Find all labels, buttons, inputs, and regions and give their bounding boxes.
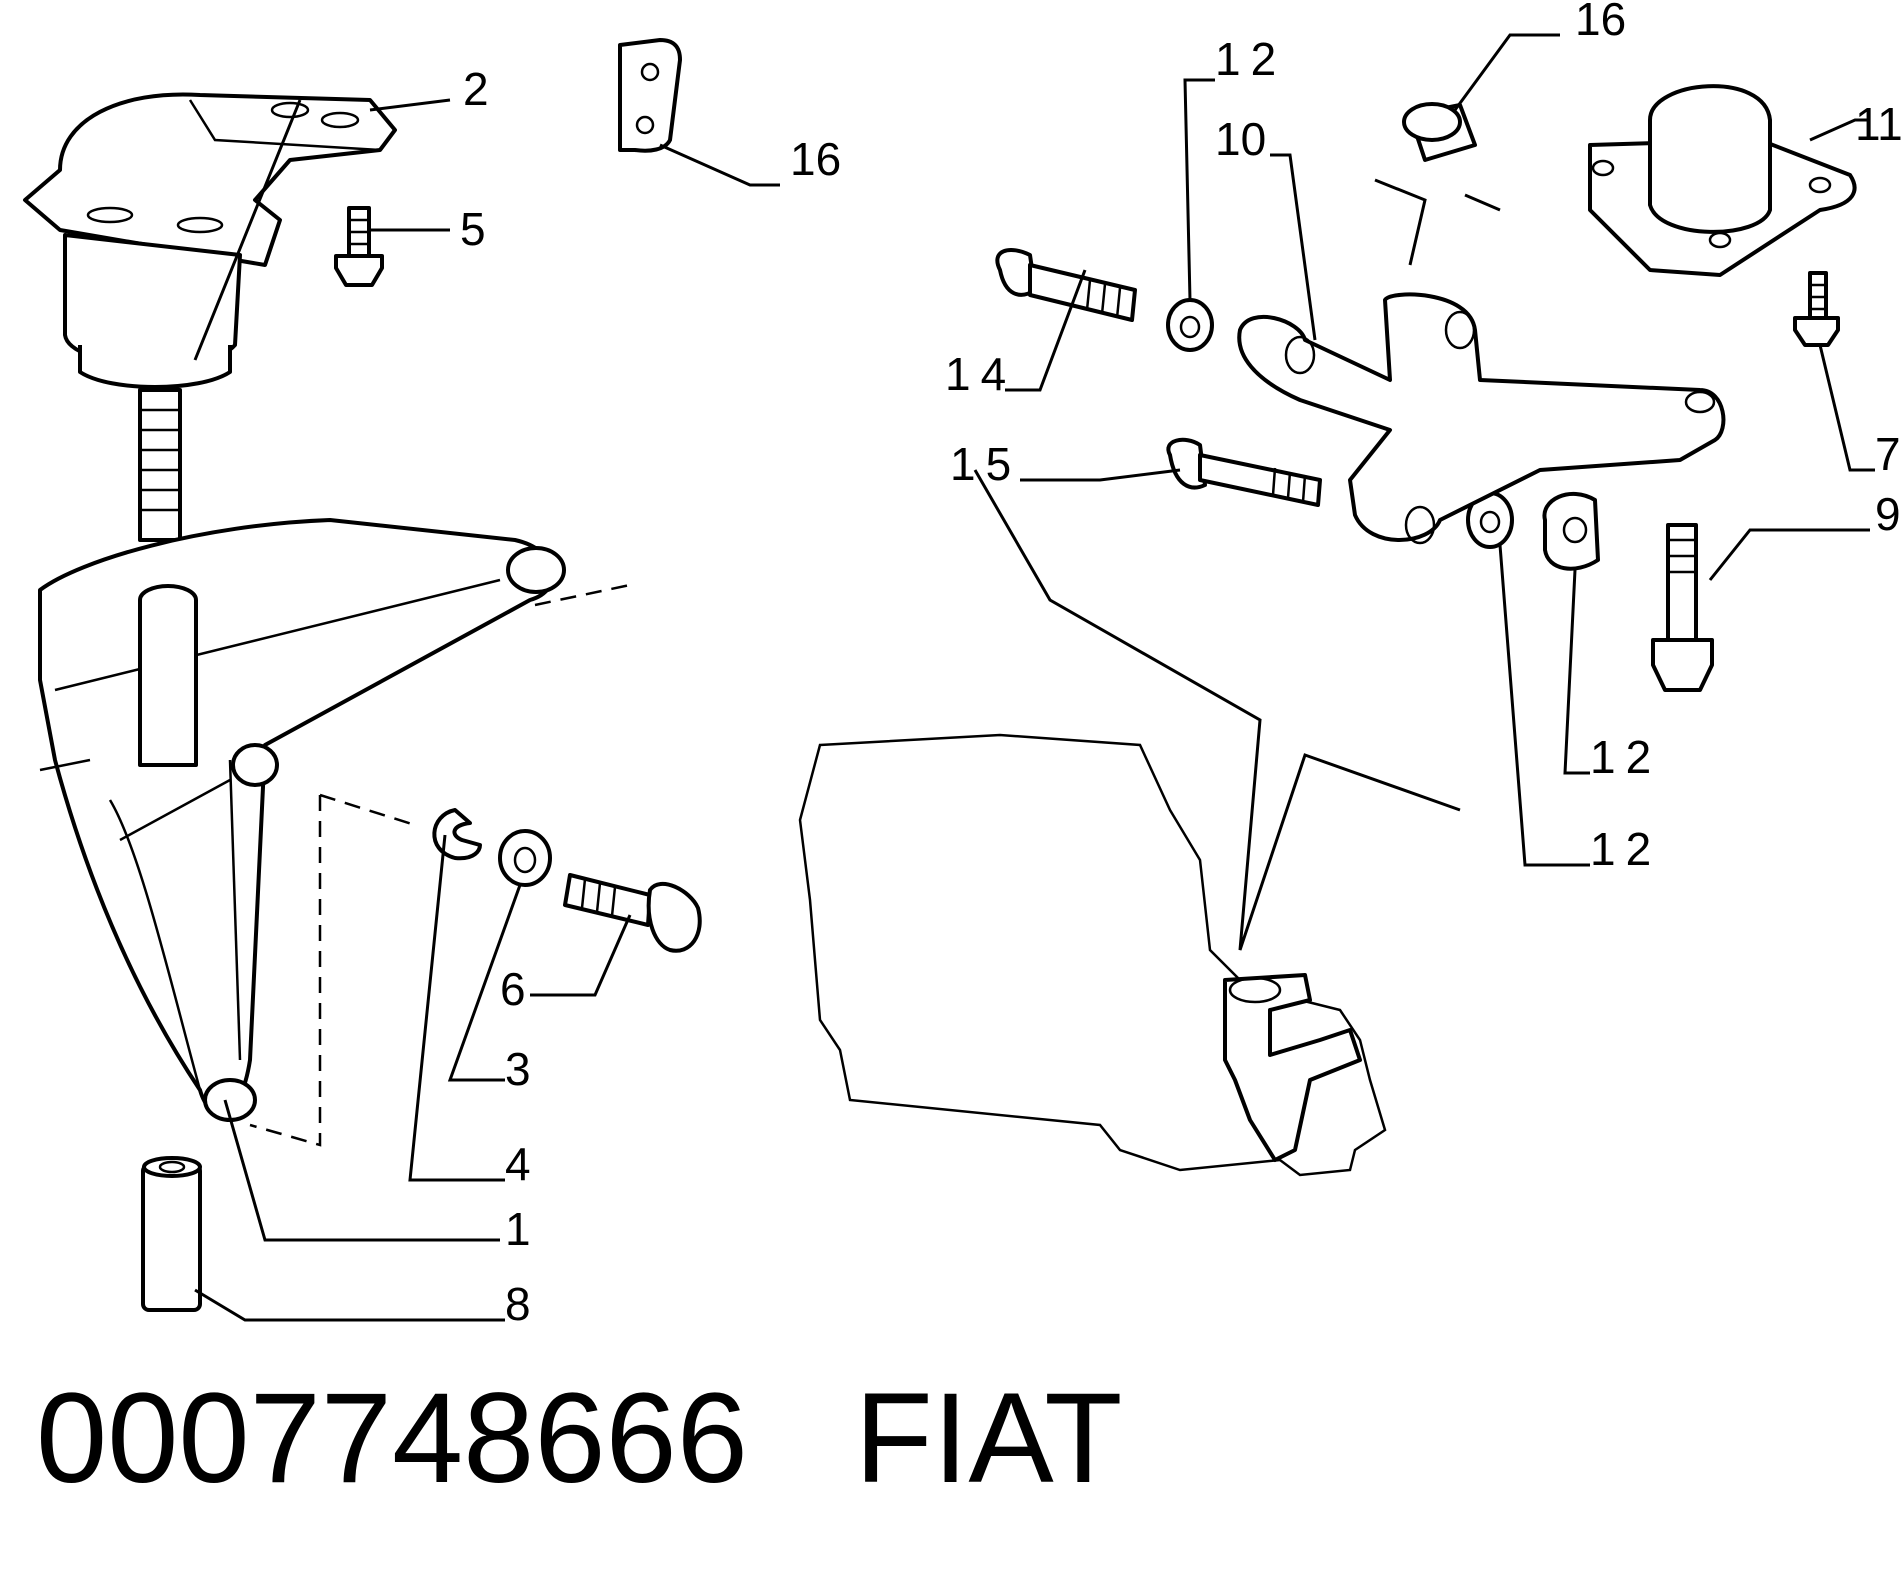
nut-part-13	[1542, 491, 1600, 571]
bush-part-16	[1402, 102, 1477, 162]
callout-11: 11	[1855, 98, 1902, 150]
washer-part-3	[498, 829, 552, 887]
callout-14: 14	[945, 348, 1016, 400]
part-caption: 0007748666 FIAT	[36, 1375, 1122, 1503]
brand-name: FIAT	[854, 1367, 1123, 1510]
callout-5: 5	[460, 203, 486, 255]
bolt-part-5	[334, 206, 384, 287]
callout-10: 10	[1215, 113, 1266, 165]
bolt-part-7	[1793, 271, 1840, 347]
callout-1: 1	[505, 1203, 531, 1255]
callout-16: 16	[1575, 0, 1626, 45]
plate-part-17	[618, 38, 682, 153]
callout-6: 6	[500, 963, 526, 1015]
rubber-mount-part-11	[1588, 84, 1857, 277]
washer-part-12-lower	[1466, 491, 1514, 549]
bolt-part-9	[1651, 523, 1714, 692]
callout-9: 9	[1875, 488, 1901, 540]
bolt-part-6	[563, 873, 702, 953]
gearbox-location-inset	[798, 733, 1387, 1177]
washer-part-12-upper	[1166, 298, 1214, 352]
callout-8: 8	[505, 1278, 531, 1330]
part-number: 0007748666	[36, 1367, 748, 1510]
spacer-part-8	[141, 1156, 202, 1312]
callout-2: 2	[463, 63, 489, 115]
callout-15: 15	[950, 438, 1021, 490]
callout-4: 4	[505, 1138, 531, 1190]
bracket-part-1	[38, 518, 566, 1122]
bolt-part-14	[995, 248, 1137, 322]
bolt-part-15	[1166, 437, 1322, 507]
alignment-line	[249, 583, 631, 1147]
callout-13: 12	[1590, 731, 1661, 783]
callout-3: 3	[505, 1043, 531, 1095]
callout-12-top: 12	[1215, 33, 1286, 85]
callout-labels: 2 5 16 6 3 4 1 8 16 12 10 11 14 15 7 9 1…	[460, 0, 1902, 1330]
torque-arm-part-10	[1237, 292, 1726, 545]
callout-12-bottom: 12	[1590, 823, 1661, 875]
clip-part-4	[432, 808, 482, 861]
engine-mount-part-2	[23, 92, 397, 542]
callout-7: 7	[1875, 428, 1901, 480]
leader-lines	[193, 33, 1875, 1322]
callout-17: 16	[790, 133, 841, 185]
